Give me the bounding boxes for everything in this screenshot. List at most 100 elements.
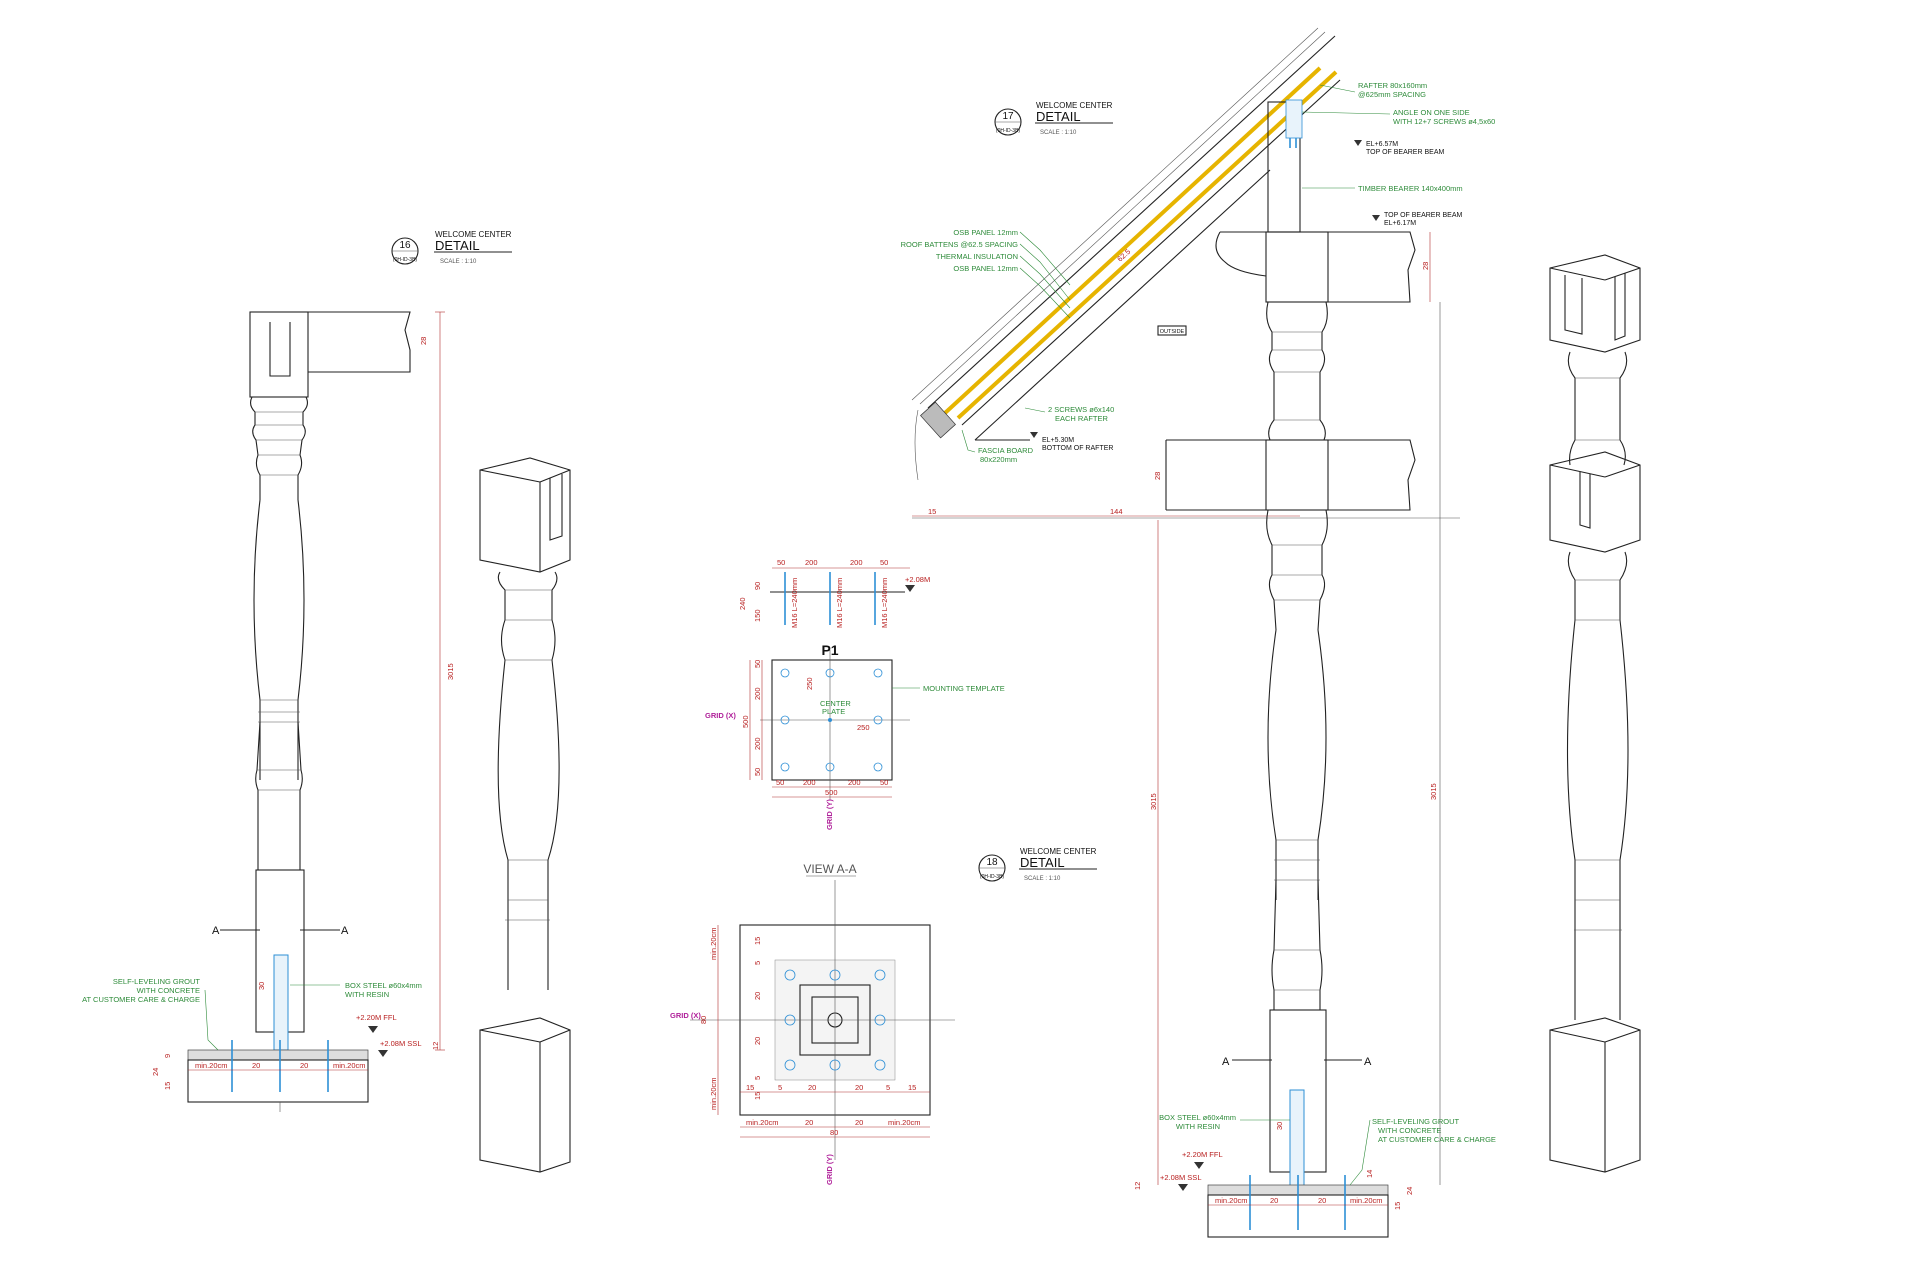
p1-bottom-dim-3: 200 (848, 778, 861, 787)
p1-250-vertical: 250 (805, 677, 814, 690)
col16-grout-line1: SELF-LEVELING GROUT (113, 977, 201, 986)
detail-16-project: WELCOME CENTER (435, 230, 512, 239)
col16-min20-right: min.20cm (333, 1061, 366, 1070)
view-aa-bottom-2: 20 (805, 1118, 813, 1127)
col16-height-dim: 3015 (446, 663, 455, 680)
p1-top-dim-4: 50 (880, 558, 888, 567)
view-aa-inner-2: 5 (778, 1083, 782, 1092)
view-aa-grid-x: GRID (X) (670, 1011, 701, 1020)
note-angle: ANGLE ON ONE SIDE (1393, 108, 1470, 117)
detail-17-number: 17 (1002, 111, 1014, 122)
view-aa-side-8: min.20cm (709, 1077, 718, 1110)
p1-grid-x: GRID (X) (705, 711, 736, 720)
col18-min20-right: min.20cm (1350, 1196, 1383, 1205)
detail-16-number: 16 (399, 240, 411, 251)
dim-15: 15 (928, 507, 936, 516)
detail-18-project: WELCOME CENTER (1020, 847, 1097, 856)
view-aa-side-2: 15 (753, 937, 762, 945)
col18-grout-line2: WITH CONCRETE (1378, 1126, 1441, 1135)
col18-grout-dim: 14 (1365, 1170, 1374, 1178)
detail-17-project: WELCOME CENTER (1036, 101, 1113, 110)
p1-bolt-label-2: M16 L=240mm (835, 578, 844, 628)
note-angle-screws: WITH 12+7 SCREWS ø4,5x60 (1393, 117, 1495, 126)
detail-16-ref: (0H-ID-3B) (393, 257, 418, 263)
note-fascia-size: 80x220mm (980, 455, 1017, 464)
plate-p1: 50 200 200 50 +2.08M 90 240 150 M16 L=24… (705, 558, 1005, 830)
detail-16-heading: DETAIL (435, 238, 480, 253)
col18-ssl: +2.08M SSL (1160, 1173, 1201, 1182)
note-rafter-spacing: @625mm SPACING (1358, 90, 1426, 99)
col16-grout-line2: WITH CONCRETE (137, 986, 200, 995)
note-top-bearer-2: TOP OF BEARER BEAM (1384, 212, 1462, 219)
roof-section: RAFTER 80x160mm @625mm SPACING ANGLE ON … (901, 27, 1495, 519)
col18-section-a-left: A (1222, 1056, 1230, 1068)
col18-base-dim: 12 (1133, 1182, 1142, 1190)
col16-min20-left: min.20cm (195, 1061, 228, 1070)
view-aa-inner-6: 15 (908, 1083, 916, 1092)
column-16-isometric (479, 457, 571, 1173)
note-el-617: EL+6.17M (1384, 220, 1416, 227)
col16-ssl: +2.08M SSL (380, 1039, 421, 1048)
p1-mounting-template: MOUNTING TEMPLATE (923, 684, 1005, 693)
p1-side-dim-4: 50 (753, 768, 762, 776)
view-aa-inner-3: 20 (808, 1083, 816, 1092)
dim-144: 144 (1110, 507, 1123, 516)
p1-top-dim-2: 200 (805, 558, 818, 567)
note-each-rafter: EACH RAFTER (1055, 414, 1109, 423)
col16-box-steel: BOX STEEL ø60x4mm (345, 981, 422, 990)
note-top-bearer: TOP OF BEARER BEAM (1366, 149, 1444, 156)
col16-core-dim: 30 (257, 982, 266, 990)
p1-grid-y: GRID (Y) (825, 799, 834, 830)
note-outside: OUTSIDE (1160, 329, 1185, 335)
p1-bolt-label-3: M16 L=240mm (880, 578, 889, 628)
view-aa-side-total: 80 (699, 1016, 708, 1024)
column-18-isometric (1549, 254, 1641, 1173)
p1-h240: 240 (738, 597, 747, 610)
col16-beam-dim: 28 (419, 337, 428, 345)
p1-side-dim-2: 200 (753, 687, 762, 700)
detail-17-scale: SCALE : 1:10 (1040, 130, 1077, 136)
detail-18-heading: DETAIL (1020, 855, 1065, 870)
dim-3015: 3015 (1429, 783, 1438, 800)
col16-ffl: +2.20M FFL (356, 1013, 397, 1022)
p1-top-dim-3: 200 (850, 558, 863, 567)
detail-17-heading: DETAIL (1036, 109, 1081, 124)
col18-20-a: 20 (1270, 1196, 1278, 1205)
detail-18-number: 18 (986, 857, 998, 868)
detail-16-title-block: 16 (0H-ID-3B) WELCOME CENTER DETAIL SCAL… (391, 230, 512, 265)
p1-bottom-dim-2: 200 (803, 778, 816, 787)
p1-250-horizontal: 250 (857, 723, 870, 732)
column-16-elevation: A A +2.20M FFL +2.08M SSL SELF-LEVELING … (82, 311, 455, 1112)
col16-total-dim: 24 (151, 1068, 160, 1076)
col16-section-a-left: A (212, 925, 220, 937)
p1-total: 500 (825, 788, 838, 797)
col16-grout-dim: 9 (163, 1054, 172, 1058)
view-aa-title: VIEW A-A (803, 862, 856, 876)
note-osb-2: OSB PANEL 12mm (953, 264, 1018, 273)
view-aa-inner-5: 5 (886, 1083, 890, 1092)
col18-box-steel: BOX STEEL ø60x4mm (1159, 1113, 1236, 1122)
note-osb-1: OSB PANEL 12mm (953, 228, 1018, 237)
detail-17-ref: (0H-ID-3B) (996, 128, 1021, 134)
note-screws: 2 SCREWS ø6x140 (1048, 405, 1114, 414)
p1-plate: PLATE (822, 707, 845, 716)
col16-base-dim: 12 (431, 1042, 440, 1050)
detail-18-title-block: 18 (0H-ID-3B) WELCOME CENTER DETAIL SCAL… (978, 847, 1097, 882)
col16-20-a: 20 (252, 1061, 260, 1070)
col18-footing-dim: 15 (1393, 1202, 1402, 1210)
note-battens: ROOF BATTENS @62.5 SPACING (901, 240, 1019, 249)
view-aa-side-7: 15 (753, 1092, 762, 1100)
note-timber-bearer: TIMBER BEARER 140x400mm (1358, 184, 1463, 193)
col18-grout-line1: SELF-LEVELING GROUT (1372, 1117, 1460, 1126)
view-aa-grid-y: GRID (Y) (825, 1154, 834, 1185)
detail-17-title-block: 17 (0H-ID-3B) WELCOME CENTER DETAIL SCAL… (994, 101, 1113, 136)
col18-with-resin: WITH RESIN (1176, 1122, 1220, 1131)
p1-side-dim-3: 200 (753, 737, 762, 750)
note-insulation: THERMAL INSULATION (936, 252, 1018, 261)
view-aa-side-1: min.20cm (709, 927, 718, 960)
p1-center: CENTER (820, 699, 851, 708)
view-aa-total: 80 (830, 1128, 838, 1137)
view-aa-bottom-3: 20 (855, 1118, 863, 1127)
p1-h150: 150 (753, 609, 762, 622)
